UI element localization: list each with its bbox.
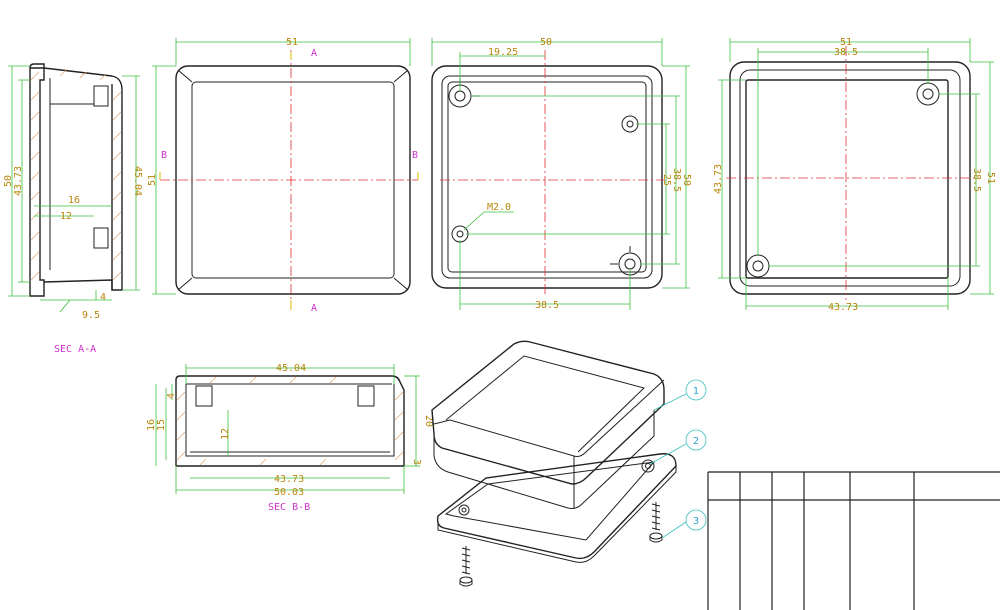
bottom-dim-43-73-left: 43.73 (713, 164, 724, 194)
isometric-exploded-view (431, 340, 687, 587)
bb-dim-15: 15 (156, 419, 167, 431)
bb-dim-16: 16 (146, 419, 157, 431)
inside-boss-right (621, 115, 639, 133)
bottom-dim-43-73-bottom: 43.73 (828, 302, 858, 313)
bb-dim-12: 12 (220, 428, 231, 440)
bb-dim-3: 3 (411, 459, 422, 465)
balloon-2: 2 (685, 429, 707, 451)
bottom-dim-51-width: 51 (840, 37, 852, 48)
bottom-boss-top-right (916, 82, 940, 106)
bb-section-caption: SEC B-B (268, 502, 310, 513)
side-section-caption: SEC A-A (54, 344, 96, 355)
balloon-1-label: 1 (693, 386, 699, 397)
bb-dim-43-73: 43.73 (274, 474, 304, 485)
balloon-3-label: 3 (693, 516, 699, 527)
inside-dim-19-25: 19.25 (488, 47, 518, 58)
inside-dim-25: 25 (661, 174, 672, 186)
screw-left (459, 546, 473, 587)
top-mark-a-top: A (311, 48, 317, 59)
side-dim-9-5: 9.5 (82, 310, 100, 321)
inside-view: 50 19.25 38.5 25 38.5 50 M2.0 (431, 37, 692, 311)
inside-screw-label: M2.0 (487, 202, 511, 213)
bottom-boss-bottom-left (746, 254, 770, 278)
title-block (707, 471, 1000, 610)
side-dim-50: 50 (3, 175, 14, 187)
inside-boss-bottom-right (610, 246, 642, 276)
inside-dim-38-5-right: 38.5 (671, 168, 682, 192)
top-dim-51-height: 51 (147, 174, 158, 186)
top-mark-b-left: B (161, 150, 167, 161)
balloon-1: 1 (685, 379, 707, 401)
screw-right (649, 502, 663, 543)
bb-dim-20: 20 (423, 415, 434, 427)
bottom-dim-38-5-top: 38.5 (834, 47, 858, 58)
bottom-dim-38-5-right: 38.5 (971, 168, 982, 192)
balloon-2-label: 2 (693, 436, 699, 447)
top-mark-a-bottom: A (311, 303, 317, 314)
inside-dim-50-height: 50 (681, 174, 692, 186)
side-dim-43-73: 43.73 (13, 166, 24, 196)
bb-dim-4: 4 (166, 393, 177, 399)
top-mark-b-right: B (412, 150, 418, 161)
side-dim-12: 12 (60, 211, 72, 222)
bottom-dim-51-height: 51 (985, 172, 996, 184)
bb-dim-50-03: 50.03 (274, 487, 304, 498)
top-dim-51-width: 51 (286, 37, 298, 48)
section-bb-view: 45.04 16 15 4 12 20 3 43.73 50.03 SEC B-… (146, 363, 434, 513)
inside-dim-38-5-bottom: 38.5 (535, 300, 559, 311)
bb-dim-45-04: 45.04 (276, 363, 306, 374)
inside-dim-50-width: 50 (540, 37, 552, 48)
side-dim-4: 4 (100, 292, 106, 303)
side-dim-16: 16 (68, 195, 80, 206)
top-view: 51 51 A A B B (147, 37, 419, 314)
side-dim-45-04: 45.04 (132, 166, 143, 196)
bottom-view: 51 38.5 43.73 38.5 51 43.73 (713, 37, 996, 313)
side-section-view: 50 43.73 45.04 16 12 4 9.5 SEC A-A (3, 63, 143, 355)
balloon-3: 3 (685, 509, 707, 531)
